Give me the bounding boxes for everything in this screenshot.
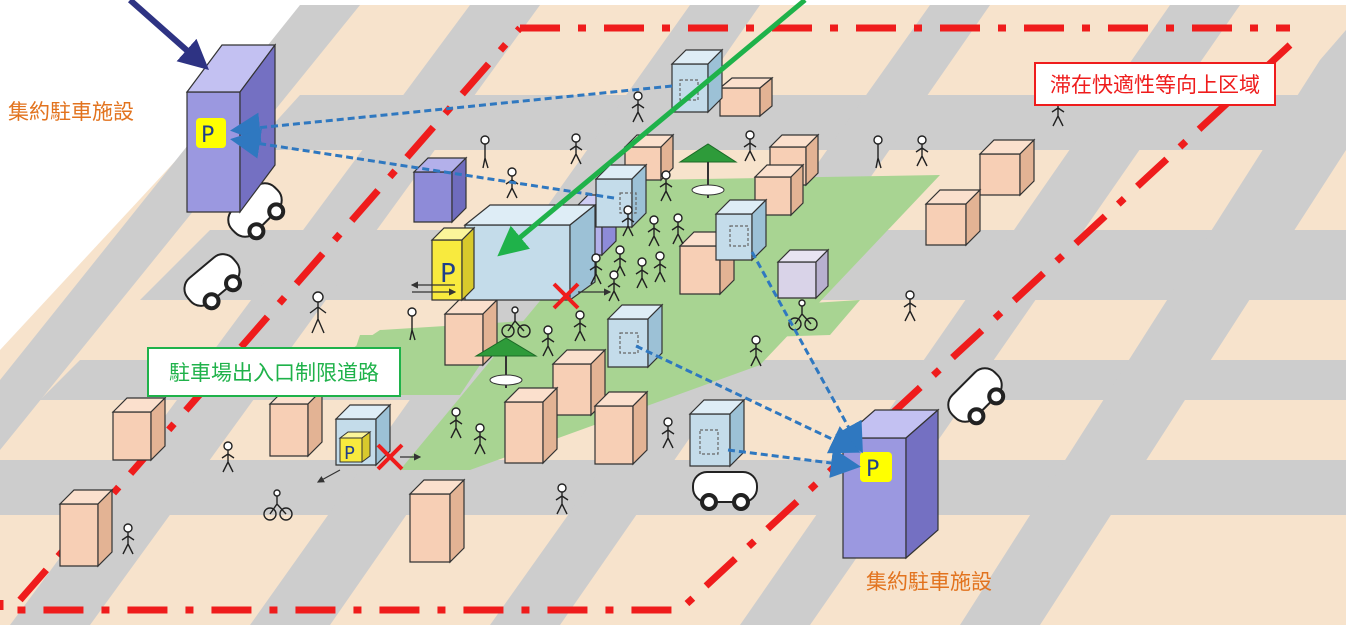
p-mark-left: P [201, 123, 214, 148]
cars [183, 182, 1006, 511]
svg-text:P: P [344, 443, 355, 464]
bicycles [263, 299, 818, 521]
buildings [58, 76, 1036, 568]
green-arrow [497, 0, 807, 257]
parking-facility-label-left: 集約駐車施設 [8, 100, 134, 124]
traffic-arrows [316, 281, 612, 483]
parking-facility-right [841, 408, 940, 560]
parking-facility-label-right: 集約駐車施設 [866, 570, 992, 594]
small-yellow-parking [338, 431, 372, 463]
navy-arrow [128, 0, 209, 70]
restricted-road-label: 駐車場出入口制限道路 [147, 347, 401, 397]
umbrella-tables [474, 143, 738, 388]
zone-label: 滞在快適性等向上区域 [1034, 62, 1276, 106]
central-p-mark: P [440, 259, 456, 289]
p-mark-right: P [866, 457, 879, 482]
parking-flow-arrows [230, 84, 863, 478]
entrance-restriction-marks [376, 282, 580, 471]
